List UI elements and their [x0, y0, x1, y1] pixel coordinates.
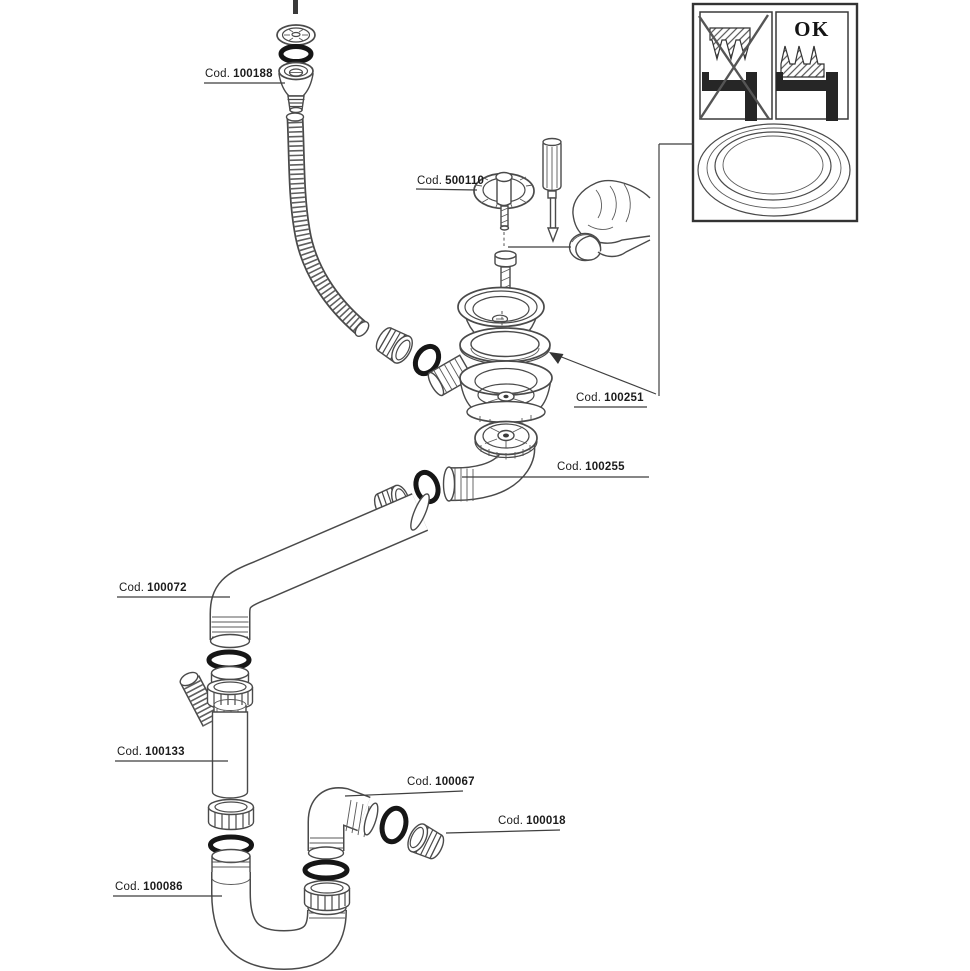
gasket-section-correct	[780, 45, 825, 78]
trap-coupling-nut-left	[207, 798, 255, 831]
hand-with-coin-illustration	[568, 180, 651, 262]
part-label-compression-nut: Cod.100018	[498, 815, 566, 828]
overflow-plug-assembly	[276, 0, 316, 114]
part-label-overflow-plug: Cod.100188	[205, 68, 273, 81]
label-prefix: Cod.	[117, 746, 143, 758]
outlet-o-ring	[413, 469, 441, 505]
ok-install-panel	[775, 11, 849, 121]
u-bend-trap	[211, 848, 347, 971]
label-prefix: Cod.	[498, 815, 524, 827]
compression-nut	[403, 820, 449, 864]
label-code: 100133	[145, 746, 185, 758]
curved-pipe	[209, 493, 430, 649]
dishwasher-branch	[179, 671, 222, 727]
label-prefix: Cod.	[576, 392, 602, 404]
label-prefix: Cod.	[417, 175, 443, 187]
overflow-hose	[285, 112, 370, 337]
elbow-o-ring	[379, 805, 409, 845]
overflow-o-ring	[278, 44, 314, 64]
instruction-inset	[691, 2, 859, 223]
gasket-section-wrong	[709, 27, 751, 62]
hose-o-ring	[412, 343, 442, 377]
part-label-u-bend-trap: Cod.100086	[115, 881, 183, 894]
trap-o-ring-right	[302, 859, 350, 881]
leader-lines	[113, 82, 694, 897]
gasket-pointer-arrowhead	[549, 352, 564, 364]
label-code: 100072	[147, 582, 187, 594]
label-prefix: Cod.	[557, 461, 583, 473]
pipe-o-ring-upper	[206, 649, 252, 671]
part-label-curved-pipe: Cod.100072	[119, 582, 187, 595]
cross-out-line	[698, 14, 770, 120]
part-label-strainer-basket: Cod.500110	[417, 175, 484, 188]
label-code: 500110	[445, 175, 485, 187]
hose-nut	[371, 322, 418, 368]
part-label-inlet-pipe: Cod.100133	[117, 746, 185, 759]
label-code: 100255	[585, 461, 625, 473]
flange-gasket	[459, 327, 551, 365]
part-label-outlet-elbow: Cod.100255	[557, 461, 625, 474]
ok-text: OK	[794, 17, 830, 41]
label-code: 100018	[526, 815, 566, 827]
label-code: 100251	[604, 392, 644, 404]
wrong-install-panel	[698, 11, 773, 121]
inlet-pipe	[206, 665, 254, 799]
label-code: 100067	[435, 776, 475, 788]
part-label-trap-elbow: Cod.100067	[407, 776, 475, 789]
part-label-flange-gasket: Cod.100251	[576, 392, 644, 405]
strainer-basket	[473, 171, 535, 231]
label-prefix: Cod.	[407, 776, 433, 788]
gasket-top-view	[697, 123, 851, 217]
label-code: 100086	[143, 881, 183, 893]
trap-elbow	[307, 787, 379, 860]
trap-coupling-nut-right	[303, 879, 351, 912]
sink-edge-profile	[776, 72, 838, 121]
drain-body	[427, 354, 553, 427]
screwdriver-illustration	[542, 137, 562, 243]
label-prefix: Cod.	[119, 582, 145, 594]
drain-bottom-cap	[474, 420, 538, 460]
sink-edge-profile	[702, 72, 757, 121]
label-code: 100188	[233, 68, 273, 80]
label-prefix: Cod.	[205, 68, 231, 80]
label-prefix: Cod.	[115, 881, 141, 893]
